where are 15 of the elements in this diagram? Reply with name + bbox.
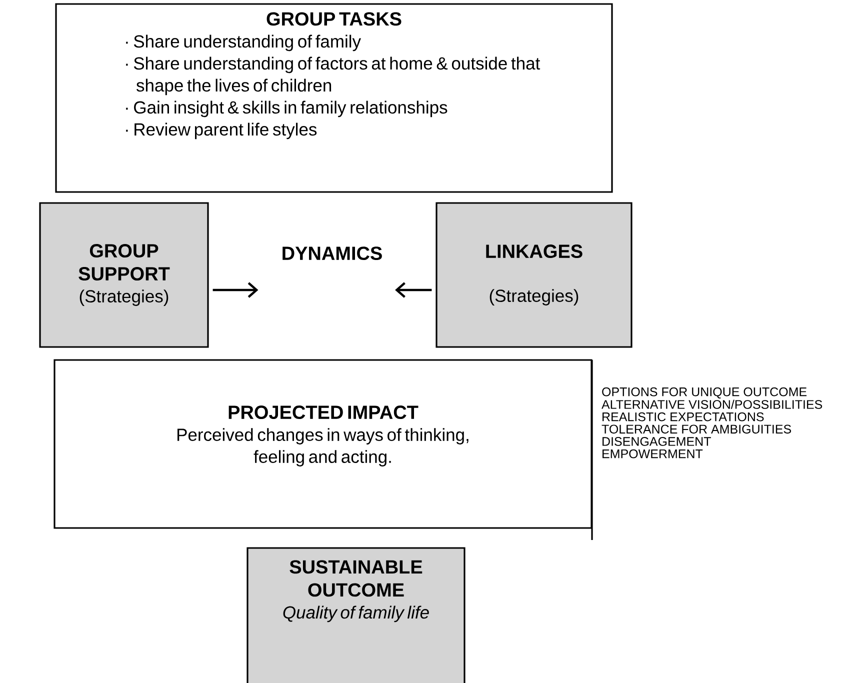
node-label: ALTERNATIVE VISION/POSSIBILITIES	[602, 400, 822, 409]
shaded-box: LINKAGES (Strategies)	[436, 202, 632, 348]
text-box: PROJECTED IMPACT Perceived changes in ways of thinking, feeling and acting.	[54, 359, 592, 529]
node-label: REALISTIC EXPECTATIONS	[602, 412, 764, 422]
node-label: OPTIONS FOR UNIQUE OUTCOME	[602, 387, 807, 399]
node-label: EMPOWERMENT	[602, 449, 703, 458]
node-label: DYNAMICS	[282, 246, 382, 260]
node-label: DISENGAGEMENT	[602, 437, 711, 446]
shaded-box: GROUP SUPPORT (Strategies)	[39, 202, 209, 348]
side-list: OPTIONS FOR UNIQUE OUTCOME ALTERNATIVE VISION/POSSIBILITIES REALISTIC EXPECTATIONS TOLERANCE FOR AMBIGUITIES DISENGAGEMENT EMPOWERMENT	[602, 387, 822, 458]
arrow	[395, 282, 432, 298]
arrow	[212, 282, 258, 298]
text-box: GROUP TASKS · Share understanding of family · Share understanding of factors at home & outside that shape the lives of children · Gain insight & skills in family relationships · Review parent life styles	[55, 3, 613, 193]
shaded-box: SUSTAINABLE OUTCOME Quality of family life	[246, 547, 466, 683]
node-label: TOLERANCE FOR AMBIGUITIES	[602, 424, 792, 434]
